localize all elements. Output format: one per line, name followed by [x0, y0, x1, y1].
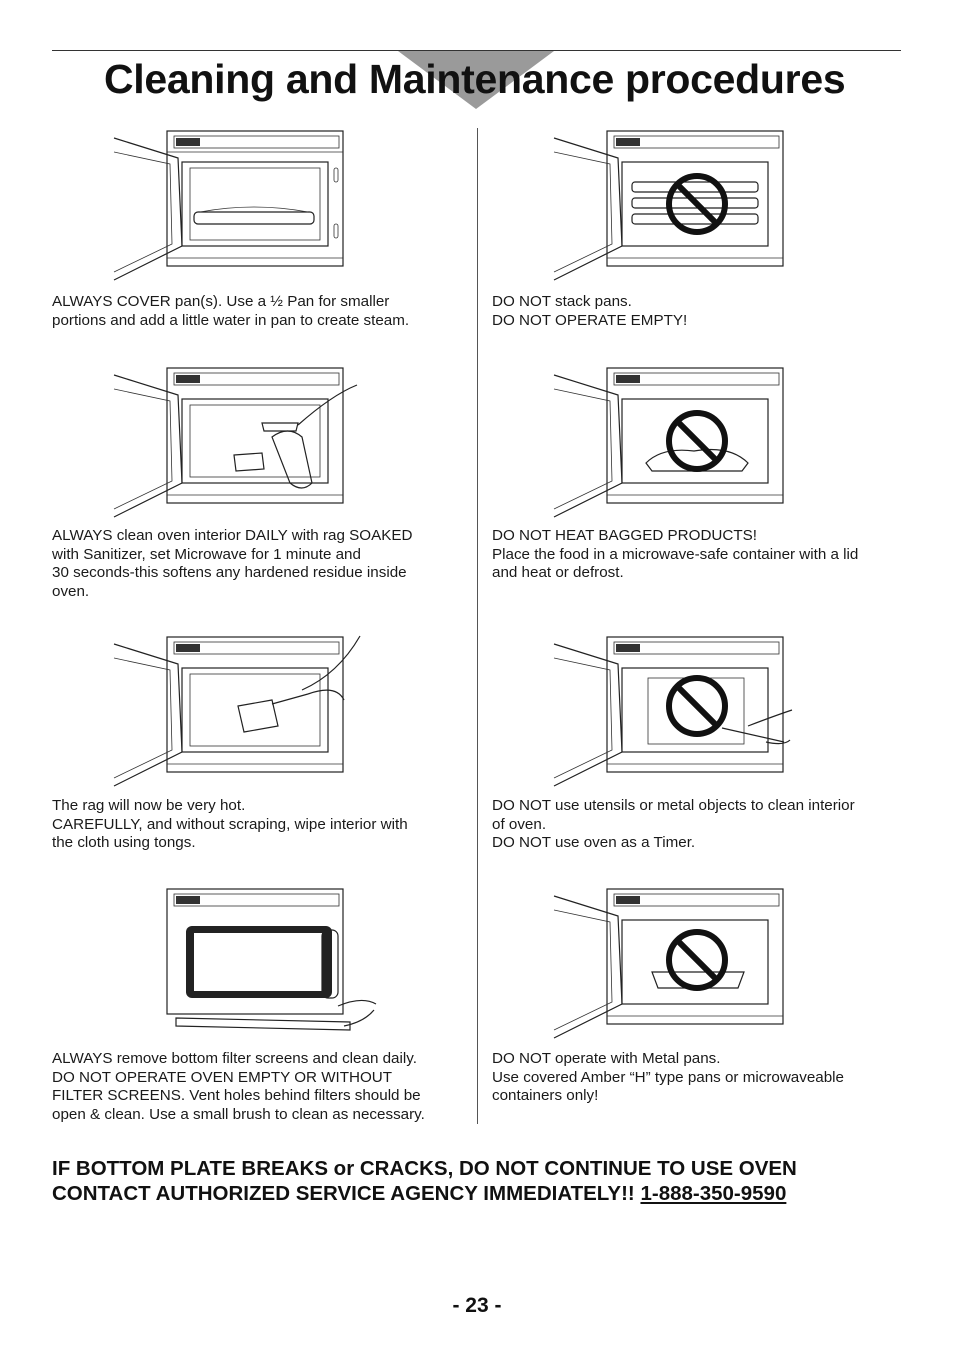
stacked-pans-prohibited-illustration — [553, 130, 784, 281]
prohibited-icon — [666, 929, 728, 991]
metal-utensil-prohibited-illustration — [553, 636, 793, 787]
service-phone-number: 1-888-350-9590 — [640, 1182, 787, 1205]
page-number: - 23 - — [452, 1294, 502, 1317]
bagged-product-prohibited-illustration — [553, 367, 784, 518]
prohibited-icon — [666, 173, 728, 235]
caption-always-cover-pans: ALWAYS COVER pan(s). Use a ½ Pan for sma… — [52, 293, 410, 329]
bottom-plate-warning: IF BOTTOM PLATE BREAKS or CRACKS, DO NOT… — [52, 1156, 922, 1206]
wipe-interior-tongs-illustration — [113, 635, 361, 787]
metal-pan-prohibited-illustration — [553, 888, 784, 1039]
caption-do-not-use-utensils: DO NOT use utensils or metal objects to … — [492, 797, 855, 852]
spray-sanitizer-oven-illustration — [113, 367, 358, 518]
caption-remove-filter-screens: ALWAYS remove bottom filter screens and … — [52, 1050, 425, 1123]
warning-line-1: IF BOTTOM PLATE BREAKS or CRACKS, DO NOT… — [52, 1157, 797, 1180]
caption-do-not-heat-bagged: DO NOT HEAT BAGGED PRODUCTS! Place the f… — [492, 527, 859, 582]
covered-pan-oven-illustration — [113, 130, 344, 281]
caption-do-not-stack-pans: DO NOT stack pans. DO NOT OPERATE EMPTY! — [492, 293, 688, 329]
prohibited-icon — [666, 410, 728, 472]
caption-do-not-operate-metal-pans: DO NOT operate with Metal pans. Use cove… — [492, 1050, 844, 1105]
remove-filter-screen-illustration — [166, 888, 377, 1031]
caption-clean-interior-daily: ALWAYS clean oven interior DAILY with ra… — [52, 527, 413, 600]
column-divider — [477, 128, 478, 1124]
warning-line-2: CONTACT AUTHORIZED SERVICE AGENCY IMMEDI… — [52, 1182, 787, 1205]
header-triangle-decoration — [398, 51, 554, 109]
page-title: Cleaning and Maintenance procedures — [104, 56, 846, 102]
caption-rag-very-hot: The rag will now be very hot. CAREFULLY,… — [52, 797, 408, 852]
header-rule — [52, 50, 901, 51]
prohibited-icon — [666, 675, 728, 737]
